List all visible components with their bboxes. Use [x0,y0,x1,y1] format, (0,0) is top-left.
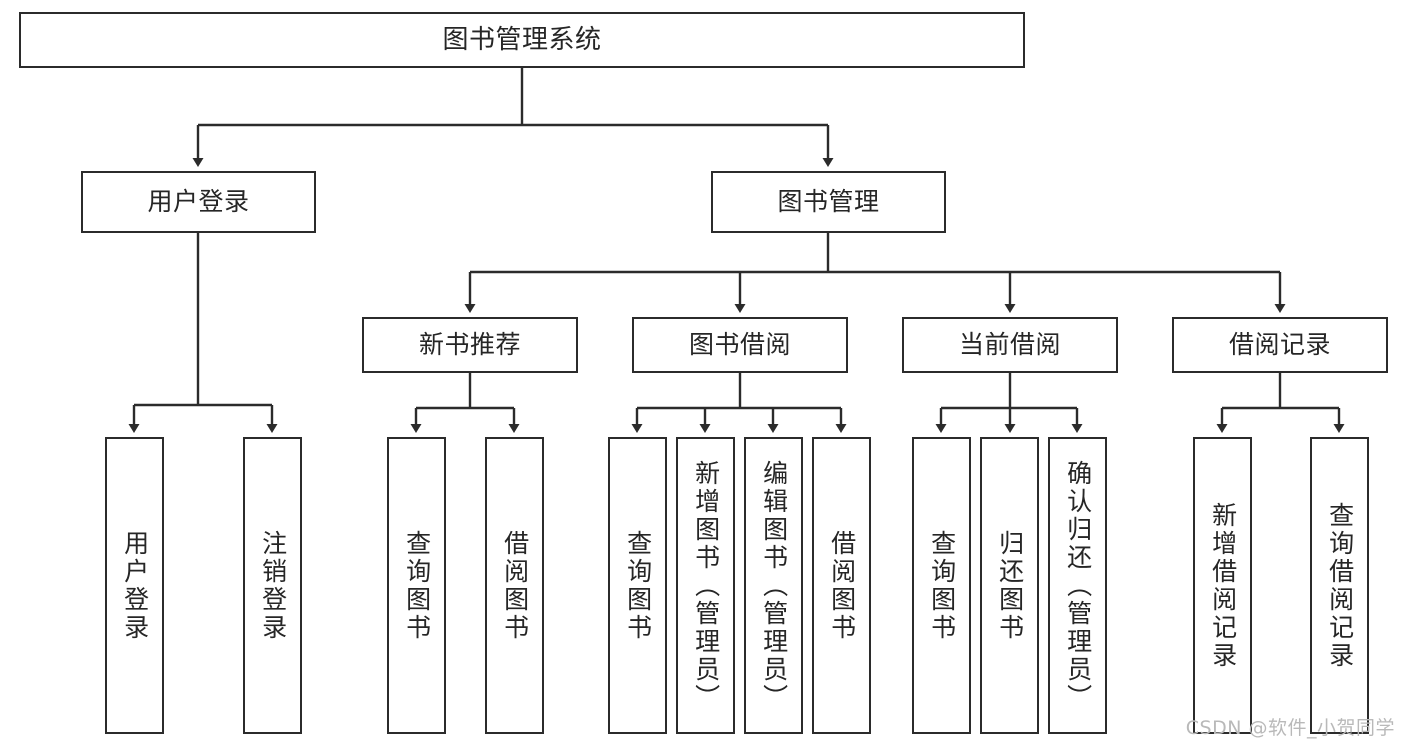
leaf-edit-book-admin[interactable]: 编辑图书（管理员） [744,437,803,734]
leaf-confirm-return-admin[interactable]: 确认归还（管理员） [1048,437,1107,734]
watermark: CSDN @软件_小贺同学 [1185,717,1395,739]
node-book-borrow[interactable]: 图书借阅 [632,317,848,373]
leaf-borrow-book-label: 借阅图书 [827,529,857,642]
leaf-confirm-return-admin-label: 确认归还（管理员） [1063,459,1093,712]
node-root[interactable]: 图书管理系统 [19,12,1025,68]
leaf-user-logout[interactable]: 注销登录 [243,437,302,734]
leaf-user-login-label: 用户登录 [120,529,150,642]
leaf-add-borrow-record-label: 新增借阅记录 [1208,501,1238,670]
leaf-query-book-borrow-label: 查询图书 [623,529,653,642]
node-user-login[interactable]: 用户登录 [81,171,316,233]
node-borrow-record[interactable]: 借阅记录 [1172,317,1388,373]
leaf-user-logout-label: 注销登录 [258,529,288,642]
leaf-borrow-book-recommend[interactable]: 借阅图书 [485,437,544,734]
leaf-add-book-admin[interactable]: 新增图书（管理员） [676,437,735,734]
node-current-borrow[interactable]: 当前借阅 [902,317,1118,373]
node-root-label: 图书管理系统 [442,24,602,55]
leaf-query-book-current[interactable]: 查询图书 [912,437,971,734]
leaf-query-borrow-record[interactable]: 查询借阅记录 [1310,437,1369,734]
leaf-query-book-recommend-label: 查询图书 [402,529,432,642]
node-new-book-recommend-label: 新书推荐 [418,330,521,360]
node-book-management-label: 图书管理 [777,187,880,217]
leaf-user-login[interactable]: 用户登录 [105,437,164,734]
leaf-return-book[interactable]: 归还图书 [980,437,1039,734]
node-new-book-recommend[interactable]: 新书推荐 [362,317,578,373]
leaf-return-book-label: 归还图书 [995,529,1025,642]
leaf-query-borrow-record-label: 查询借阅记录 [1325,501,1355,670]
node-book-management[interactable]: 图书管理 [711,171,946,233]
leaf-add-borrow-record[interactable]: 新增借阅记录 [1193,437,1252,734]
leaf-query-book-recommend[interactable]: 查询图书 [387,437,446,734]
leaf-borrow-book[interactable]: 借阅图书 [812,437,871,734]
leaf-borrow-book-recommend-label: 借阅图书 [500,529,530,642]
leaf-edit-book-admin-label: 编辑图书（管理员） [759,459,789,712]
leaf-add-book-admin-label: 新增图书（管理员） [691,459,721,712]
node-user-login-label: 用户登录 [147,187,250,217]
leaf-query-book-current-label: 查询图书 [927,529,957,642]
node-current-borrow-label: 当前借阅 [958,330,1061,360]
node-borrow-record-label: 借阅记录 [1228,330,1331,360]
node-book-borrow-label: 图书借阅 [688,330,791,360]
leaf-query-book-borrow[interactable]: 查询图书 [608,437,667,734]
